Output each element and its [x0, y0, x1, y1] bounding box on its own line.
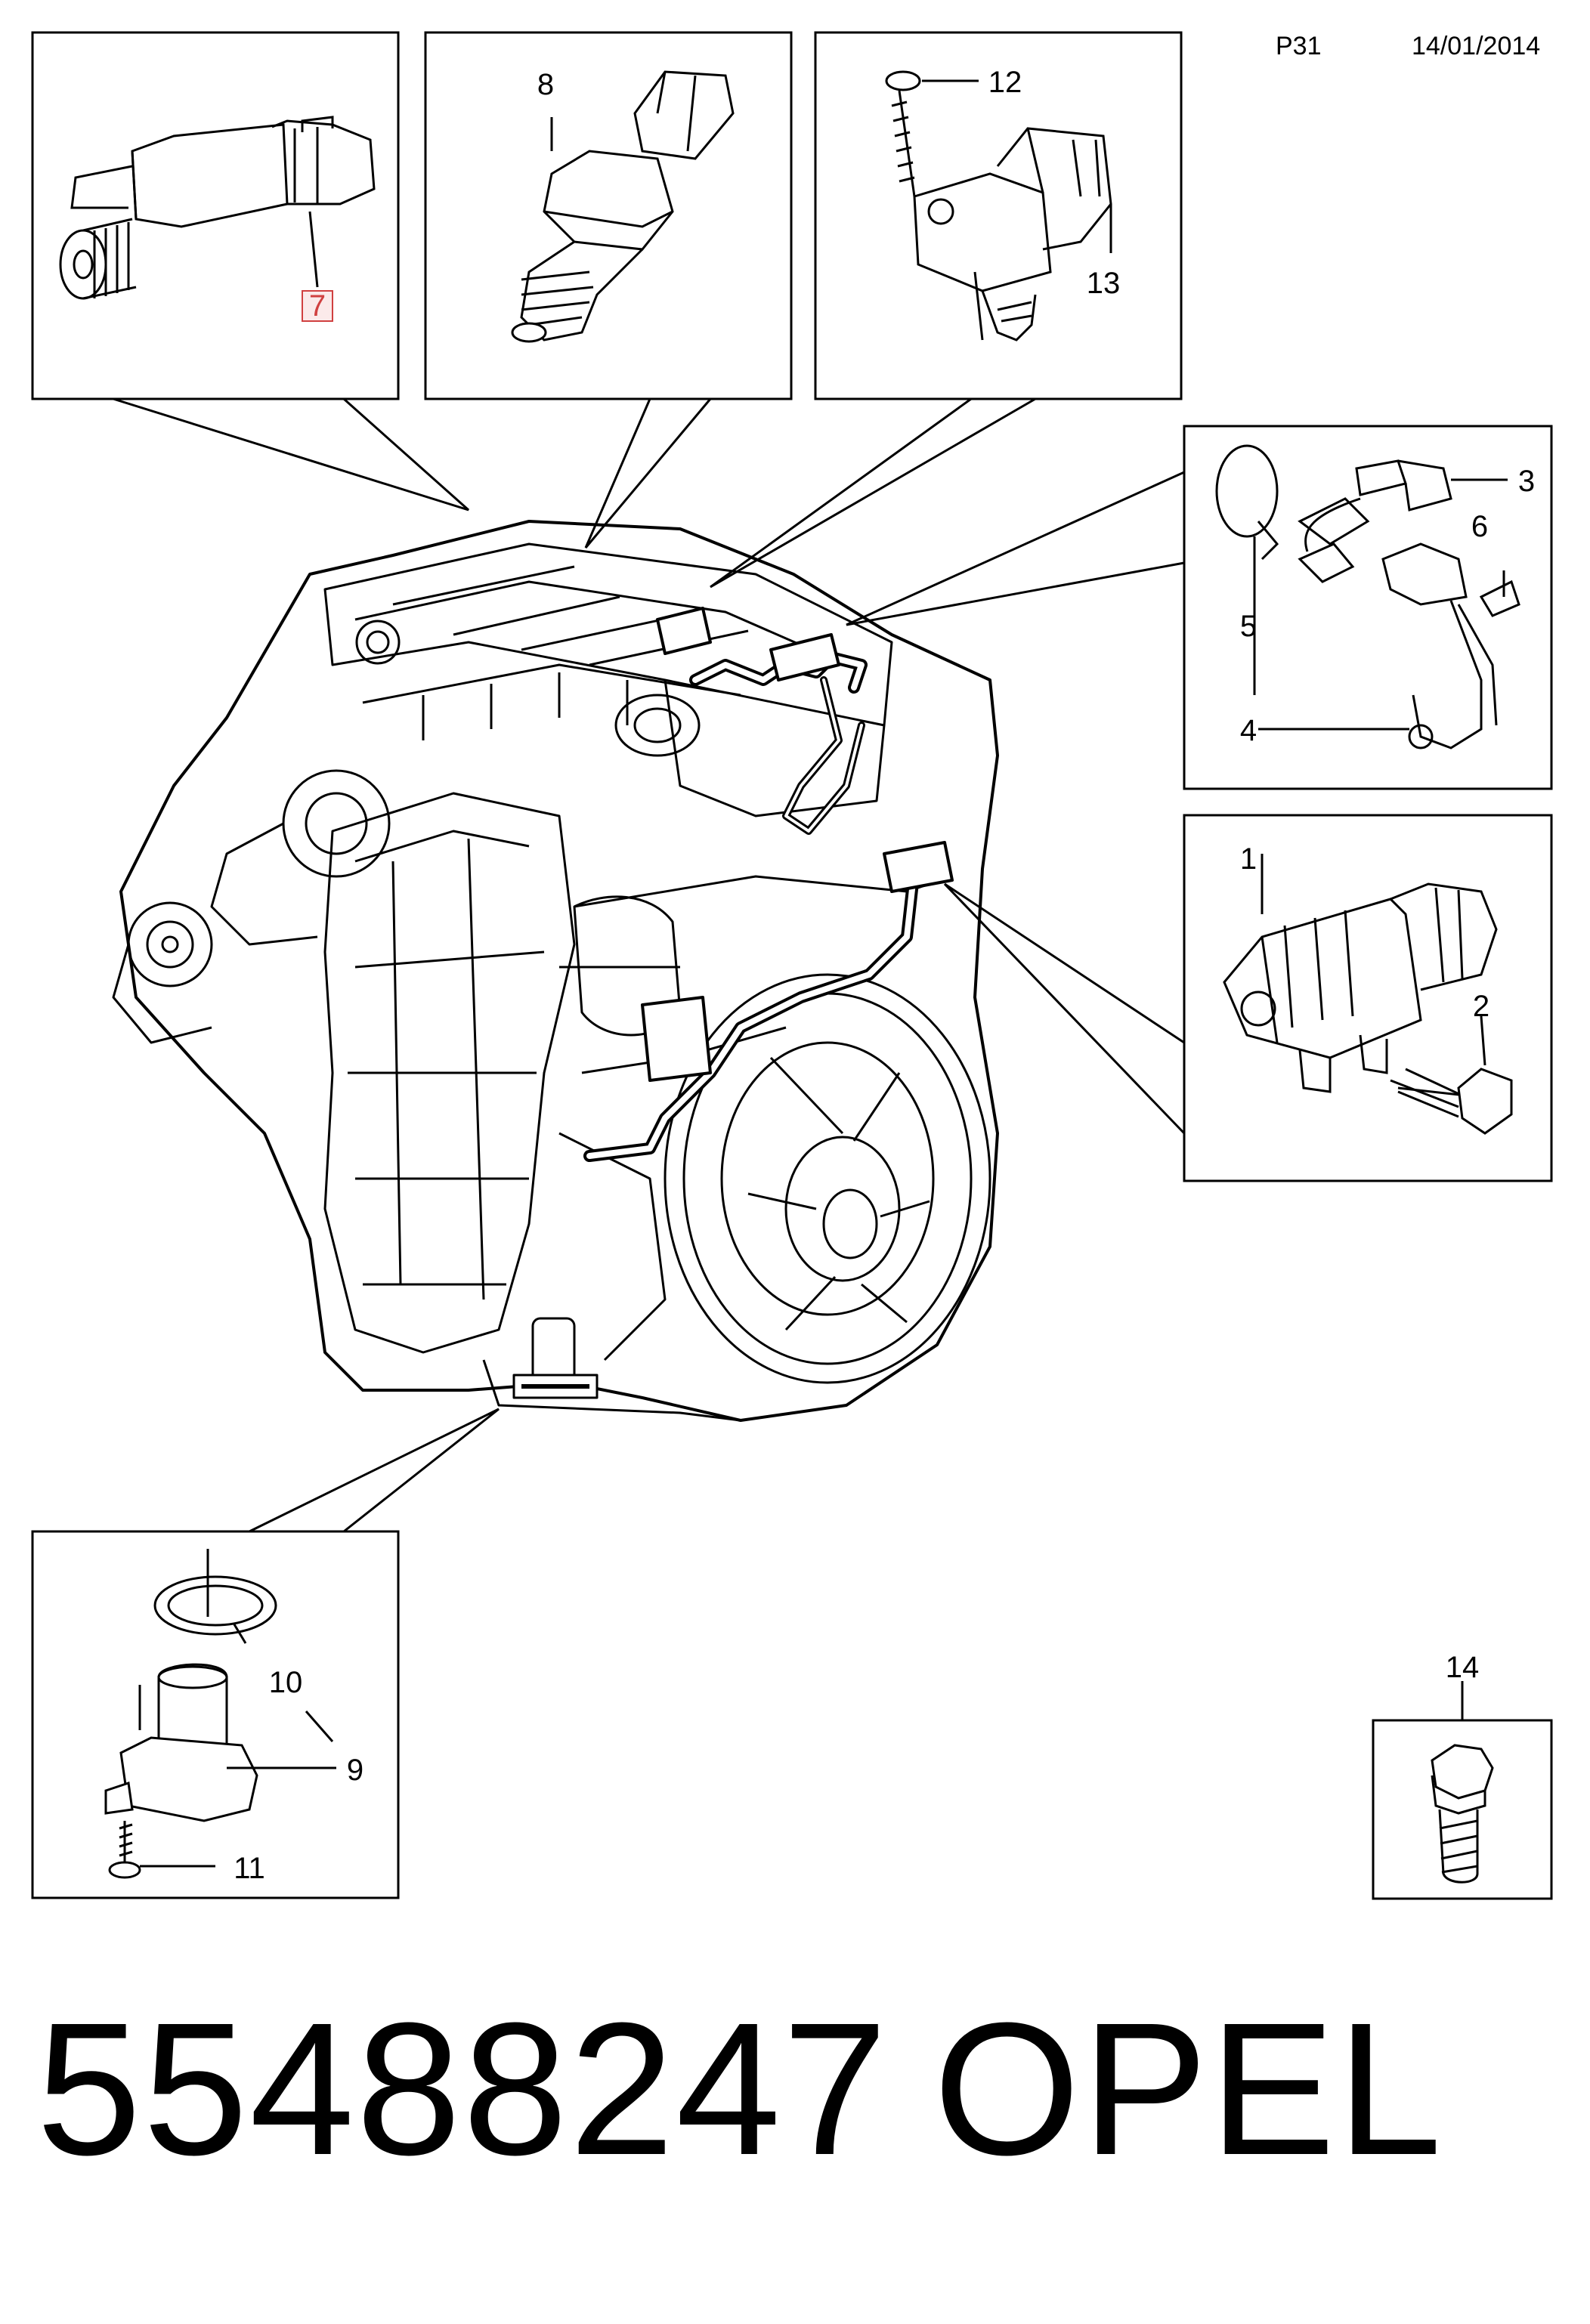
detail-box-7: [31, 31, 400, 400]
callout-2: 2: [1473, 990, 1489, 1023]
callout-4: 4: [1240, 714, 1257, 747]
detail-box-3-6: [1183, 425, 1553, 790]
part-7-pressure-switch: [59, 116, 376, 322]
part-14-bolt: [1431, 1681, 1494, 1884]
part-1-2-pressure-sensor: [1223, 854, 1513, 1135]
callout-11: 11: [234, 1852, 265, 1885]
part-8-pressure-sensor: [511, 70, 735, 343]
part-3-6-harness: [1215, 444, 1520, 749]
detail-box-1-2: [1183, 814, 1553, 1182]
callout-7: 7: [309, 289, 326, 323]
engine-assembly: [112, 520, 999, 1422]
callout-3: 3: [1518, 465, 1535, 498]
callout-8: 8: [537, 68, 554, 101]
part-number: 55488247: [36, 1983, 889, 2194]
brand-name: OPEL: [933, 1983, 1443, 2194]
detail-box-9-11: [31, 1530, 400, 1899]
detail-box-8: [424, 31, 793, 400]
callout-12: 12: [988, 66, 1022, 99]
callout-9: 9: [347, 1754, 363, 1787]
callout-5: 5: [1240, 610, 1257, 643]
callout-1: 1: [1240, 842, 1257, 876]
part-12-13-map-sensor: [885, 70, 1112, 341]
leader-lines: [113, 397, 1186, 1533]
detail-box-12-13: [814, 31, 1183, 400]
callout-14: 14: [1446, 1651, 1480, 1684]
part-9-11-oil-level-sensor: [104, 1549, 336, 1879]
sensor-harness: [583, 607, 954, 1162]
page-code: P31: [1276, 32, 1322, 60]
callout-6: 6: [1471, 510, 1488, 543]
callout-13: 13: [1087, 267, 1121, 300]
callout-10: 10: [269, 1666, 303, 1699]
diagram-date: 14/01/2014: [1412, 32, 1541, 60]
